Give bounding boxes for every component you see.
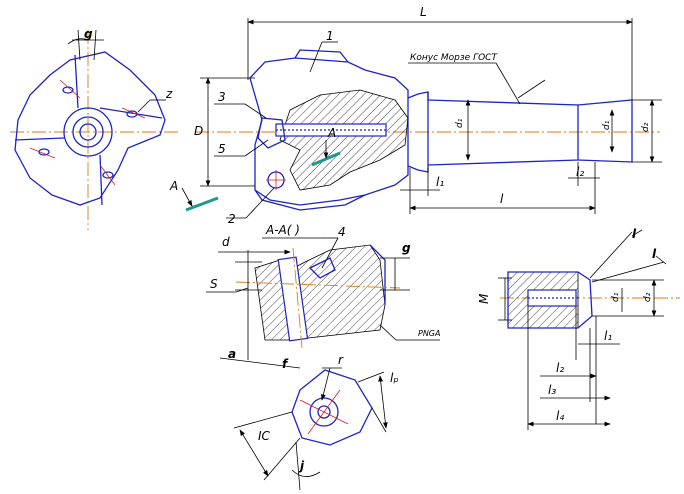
dim-S: S	[210, 277, 218, 291]
main-view: L D 1 3 5 2 A A Конус Морзе ГОСТ d₁	[169, 5, 662, 226]
insert-view: r lₚ IC j	[233, 353, 398, 491]
angle-symbol-section: g	[402, 241, 411, 255]
dim-L: L	[420, 5, 427, 19]
dim-l2-shank: l₂	[576, 165, 584, 179]
dim-l-shank: l	[500, 192, 504, 206]
dim-d-section: d	[222, 235, 230, 249]
angle-symbol-l: l	[632, 227, 637, 241]
section-title: A-A( )	[265, 223, 300, 237]
morse-taper-label: Конус Морзе ГОСТ	[410, 53, 498, 63]
dim-l1-detail: l₁	[604, 329, 612, 343]
label-z: z	[165, 87, 173, 101]
dim-IC: IC	[258, 429, 271, 443]
angle-symbol-j: j	[298, 459, 305, 473]
dim-d1-detail: d₁	[611, 292, 621, 302]
dim-l1-shank: l₁	[436, 175, 444, 189]
insert-code: PNGA	[418, 329, 440, 338]
callout-1: 1	[326, 29, 334, 43]
screw-detail: M d₁ d₂ l l l₁ l₂ l₃ l₄	[477, 227, 680, 430]
angle-symbol-a: a	[228, 347, 236, 361]
callout-3: 3	[218, 90, 226, 104]
dim-D: D	[194, 124, 203, 138]
dim-lp: lₚ	[390, 371, 398, 385]
dim-l2-detail: l₂	[556, 361, 564, 375]
dim-d2-end: d₂	[641, 122, 651, 132]
dim-d2-detail: d₂	[643, 292, 653, 302]
angle-symbol-f: f	[282, 357, 289, 371]
section-mark-left: A	[169, 179, 178, 193]
dim-d1-end: d₁	[602, 120, 612, 130]
dim-l4-detail: l₄	[556, 409, 564, 423]
callout-5: 5	[218, 142, 226, 156]
section-mark-top: A	[327, 126, 336, 140]
section-view: A-A( ) 4 d S g PNGA a f	[206, 223, 440, 371]
callout-2: 2	[228, 212, 236, 226]
callout-4: 4	[338, 225, 346, 239]
dim-d1-shank: d₁	[455, 118, 465, 128]
dim-l3-detail: l₃	[548, 383, 556, 397]
end-view: z g	[10, 27, 180, 230]
angle-symbol-left: g	[84, 27, 93, 41]
angle-symbol-l2: l	[652, 247, 657, 261]
dim-M: M	[477, 293, 491, 304]
dim-r: r	[338, 353, 344, 367]
